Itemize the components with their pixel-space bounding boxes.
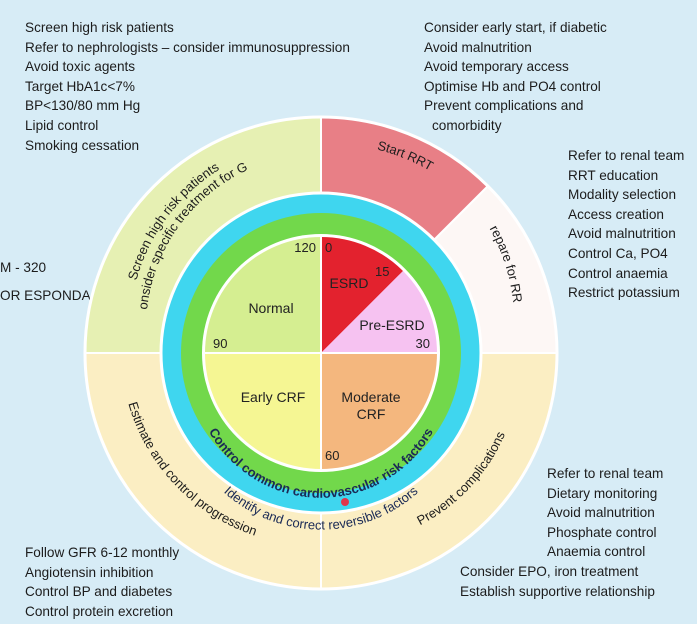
note-line: Angiotensin inhibition <box>25 564 154 580</box>
quadrant-early-crf <box>205 353 321 469</box>
note-line: Anaemia control <box>547 544 646 560</box>
note-line: Dietary monitoring <box>547 485 658 501</box>
note-line: Avoid malnutrition <box>568 226 676 242</box>
note-line: Follow GFR 6-12 monthly <box>25 545 180 560</box>
cut-off-caption: M - 320 <box>0 260 47 275</box>
note-line: Establish supportive relationship <box>460 583 655 599</box>
note-line: comorbidity <box>432 117 502 133</box>
outer-ring-border <box>83 115 559 591</box>
note-line: Control protein excretion <box>25 603 174 619</box>
quadrant-normal <box>205 237 321 353</box>
note-line: Control anaemia <box>568 265 668 281</box>
note-line: Control BP and diabetes <box>25 584 173 600</box>
note-line: Smoking cessation <box>25 137 140 153</box>
gfr-tick-30: 30 <box>416 336 430 351</box>
note-line: RRT education <box>568 167 659 183</box>
note-line: Avoid temporary access <box>424 59 569 75</box>
label-moderate-crf-line2: CRF <box>357 406 386 422</box>
cut-off-caption: OR ESPONDA <box>0 288 91 303</box>
note-line: Refer to nephrologists – consider immuno… <box>25 39 350 55</box>
note-line: Access creation <box>568 206 664 222</box>
note-line: Modality selection <box>568 187 677 203</box>
label-early-crf: Early CRF <box>241 389 306 405</box>
note-line: BP<130/80 mm Hg <box>25 98 141 114</box>
note-line: Lipid control <box>25 117 99 133</box>
gfr-tick-60: 60 <box>325 448 339 463</box>
label-normal: Normal <box>248 300 293 316</box>
note-line: Avoid malnutrition <box>547 505 655 521</box>
note-line: Avoid malnutrition <box>424 39 532 55</box>
gfr-tick-0: 0 <box>325 240 332 255</box>
gfr-tick-15: 15 <box>375 264 389 279</box>
label-esrd: ESRD <box>330 275 369 291</box>
note-line: Refer to renal team <box>547 466 664 481</box>
quadrant-pre-esrd <box>321 270 437 353</box>
note-line: Consider early start, if diabetic <box>424 20 607 35</box>
label-pre-esrd: Pre-ESRD <box>359 317 424 333</box>
red-dot-marker <box>341 498 349 506</box>
note-line: Restrict potassium <box>568 285 680 301</box>
note-top-right: Consider early start, if diabetic Avoid … <box>424 18 607 136</box>
note-bottom-left: Follow GFR 6-12 monthly Angiotensin inhi… <box>25 543 179 621</box>
label-moderate-crf-line1: Moderate <box>341 389 400 405</box>
note-line: Avoid toxic agents <box>25 59 136 75</box>
note-line: Target HbA1c<7% <box>25 78 135 94</box>
note-line: Refer to renal team <box>568 148 685 163</box>
quadrant-moderate-crf <box>321 353 437 469</box>
note-line: Control Ca, PO4 <box>568 245 668 261</box>
note-line: Optimise Hb and PO4 control <box>424 78 601 94</box>
quadrant-esrd <box>321 237 404 353</box>
note-line: Phosphate control <box>547 524 657 540</box>
note-right: Refer to renal team RRT education Modali… <box>568 146 684 303</box>
note-top-left: Screen high risk patients Refer to nephr… <box>25 18 350 155</box>
gfr-tick-90: 90 <box>213 336 227 351</box>
note-line: Screen high risk patients <box>25 20 174 35</box>
note-line: Prevent complications and <box>424 98 584 114</box>
note-bottom-right: Refer to renal team Dietary monitoring A… <box>460 464 663 601</box>
gfr-tick-120: 120 <box>294 240 316 255</box>
note-line: Consider EPO, iron treatment <box>460 563 639 579</box>
